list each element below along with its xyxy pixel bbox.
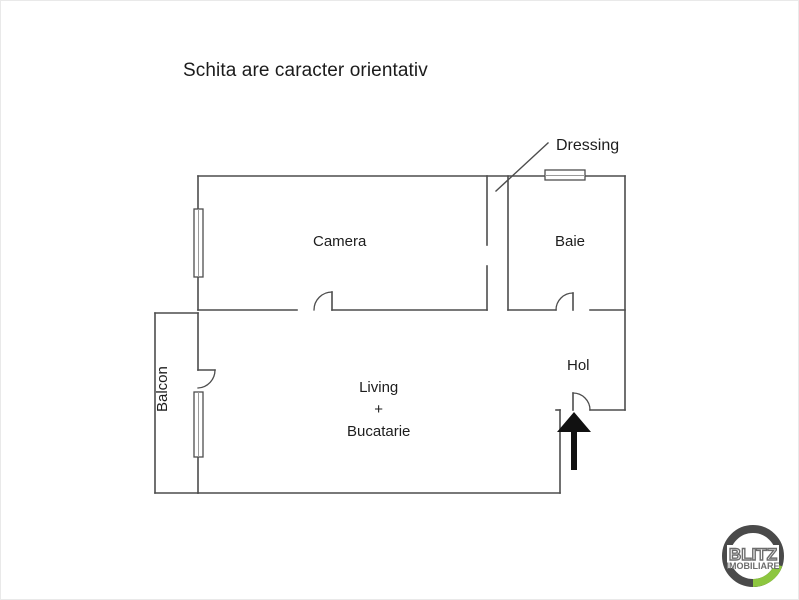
logo-primary-text: BLITZ [729, 545, 777, 564]
room-label-living-line2: + [374, 400, 384, 418]
door-camera-arc [313, 291, 333, 311]
door-entry-arc [572, 392, 591, 411]
blitz-imobiliare-logo: BLITZ IMOBILIARE [722, 525, 784, 588]
room-label-camera: Camera [313, 233, 367, 250]
window-camera-left [193, 208, 204, 278]
dressing-leader-line [495, 142, 549, 192]
window-baie-top [544, 169, 586, 181]
door-baie-arc [555, 292, 574, 311]
room-label-hol: Hol [567, 357, 590, 374]
page-title: Schita are caracter orientativ [183, 60, 428, 81]
room-label-dressing: Dressing [556, 137, 620, 154]
door-balcon-arc [197, 369, 216, 389]
room-label-baie: Baie [555, 233, 586, 250]
room-label-living-bucatarie: Living + Bucatarie [347, 377, 410, 442]
logo-secondary-text: IMOBILIARE [727, 561, 780, 571]
room-label-living-line3: Bucatarie [347, 422, 411, 440]
window-balcon [193, 391, 204, 458]
entrance-arrow-icon [557, 412, 591, 470]
room-label-balcon: Balcon [152, 366, 174, 412]
room-label-living-line1: Living [359, 379, 399, 396]
